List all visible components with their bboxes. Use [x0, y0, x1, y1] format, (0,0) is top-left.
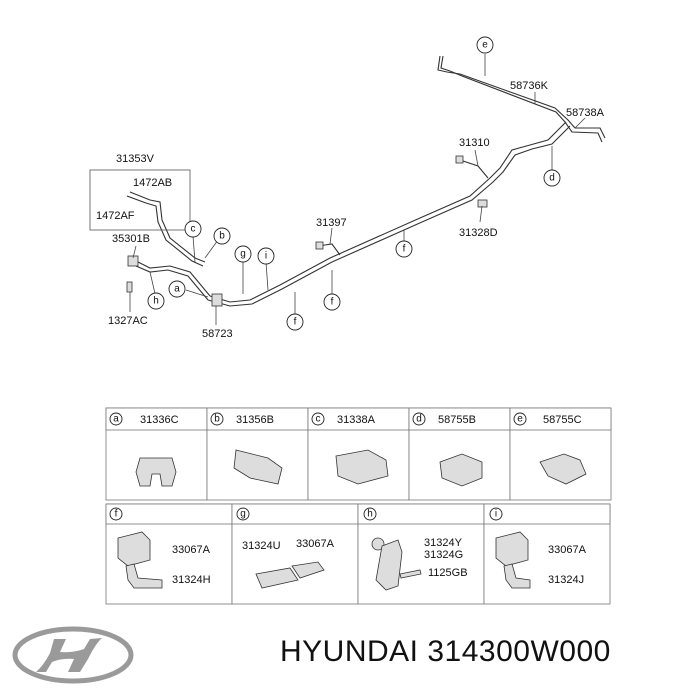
callout-b: b	[213, 227, 231, 245]
label-31353V: 31353V	[116, 153, 155, 165]
fuel-line-assembly	[126, 55, 606, 307]
clip-58755B-icon	[439, 453, 483, 487]
label-1472AF: 1472AF	[96, 210, 135, 222]
part-31397-connector	[315, 241, 324, 250]
legend-part-31338A: 31338A	[337, 414, 376, 426]
svg-text:e: e	[482, 40, 488, 51]
svg-text:f: f	[294, 317, 297, 328]
svg-text:h: h	[153, 296, 159, 307]
part-31328D	[477, 199, 488, 208]
callout-e: e	[476, 36, 494, 54]
clip-31338A-icon	[335, 449, 389, 485]
label-35301B: 35301B	[112, 233, 150, 245]
legend-part-31324Y: 31324Y	[424, 537, 463, 549]
label-58723: 58723	[202, 328, 233, 340]
callout-g: g	[234, 245, 252, 263]
label-1327AC: 1327AC	[108, 315, 148, 327]
callout-a: a	[168, 280, 186, 298]
legend-row-2: f 33067A 31324H g 31324U 33067A h 31324Y…	[105, 503, 611, 605]
svg-text:h: h	[367, 509, 373, 520]
svg-text:b: b	[214, 414, 220, 425]
svg-text:c: c	[191, 224, 196, 235]
svg-text:i: i	[265, 251, 267, 262]
legend-row-1: a 31336C b 31356B c 31338A d 58755B e 58…	[105, 407, 612, 501]
svg-text:g: g	[240, 509, 246, 520]
label-58736K: 58736K	[510, 80, 549, 92]
svg-text:a: a	[113, 414, 119, 425]
label-58738A: 58738A	[566, 107, 605, 119]
legend-part-31324J: 31324J	[548, 574, 584, 586]
bracket-31324J-icon	[503, 563, 531, 589]
clamp-33067A-g-icon	[291, 561, 325, 579]
legend-part-33067A-i: 33067A	[548, 544, 587, 556]
clamp-33067A-f-icon	[117, 531, 151, 567]
legend-part-58755B: 58755B	[438, 414, 476, 426]
part-1327AC	[126, 281, 133, 293]
callout-i: i	[257, 247, 275, 265]
hyundai-logo-icon	[12, 626, 134, 684]
legend-part-1125GB: 1125GB	[428, 567, 468, 579]
legend-part-31336C: 31336C	[140, 414, 179, 426]
bracket-31324U-icon	[255, 567, 299, 589]
svg-text:i: i	[495, 509, 497, 520]
svg-text:e: e	[517, 414, 523, 425]
callout-c: c	[184, 220, 202, 238]
legend-part-31324U: 31324U	[242, 540, 281, 552]
legend-part-31356B: 31356B	[236, 414, 274, 426]
label-31328D: 31328D	[459, 227, 498, 239]
svg-text:f: f	[115, 509, 118, 520]
callout-h: h	[147, 292, 165, 310]
footer: HYUNDAI 314300W000	[0, 605, 700, 700]
svg-text:d: d	[549, 173, 555, 184]
legend-part-58755C: 58755C	[543, 414, 582, 426]
part-58723	[211, 293, 223, 307]
bracket-31324G-icon	[375, 539, 403, 591]
svg-text:f: f	[331, 297, 334, 308]
part-35301B	[127, 255, 139, 267]
label-31310: 31310	[459, 137, 490, 149]
label-1472AB: 1472AB	[133, 177, 172, 189]
product-title: HYUNDAI 314300W000	[280, 635, 611, 668]
svg-text:a: a	[174, 284, 180, 295]
bolt-1125GB-icon	[399, 569, 422, 579]
clip-31324Y-icon	[371, 537, 385, 551]
clamp-33067A-i-icon	[495, 531, 529, 567]
callout-f-1: f	[286, 313, 304, 331]
label-31397: 31397	[316, 217, 347, 229]
group-box-31353V	[89, 169, 191, 231]
part-31310-connector	[455, 155, 464, 164]
legend-part-31324G: 31324G	[424, 549, 463, 561]
svg-text:b: b	[219, 231, 225, 242]
clip-31336C-icon	[135, 457, 177, 487]
svg-text:g: g	[240, 249, 246, 260]
svg-text:c: c	[316, 414, 321, 425]
clip-31356B-icon	[233, 449, 283, 485]
callout-f-3: f	[395, 240, 413, 258]
legend-part-33067A-g: 33067A	[296, 538, 335, 550]
bracket-31324H-icon	[125, 563, 163, 589]
legend-part-33067A-f: 33067A	[172, 544, 211, 556]
svg-text:d: d	[416, 414, 422, 425]
clip-58755C-icon	[539, 453, 587, 485]
callout-d: d	[543, 169, 561, 187]
callout-f-2: f	[323, 293, 341, 311]
legend-part-31324H: 31324H	[172, 574, 211, 586]
svg-text:f: f	[403, 244, 406, 255]
